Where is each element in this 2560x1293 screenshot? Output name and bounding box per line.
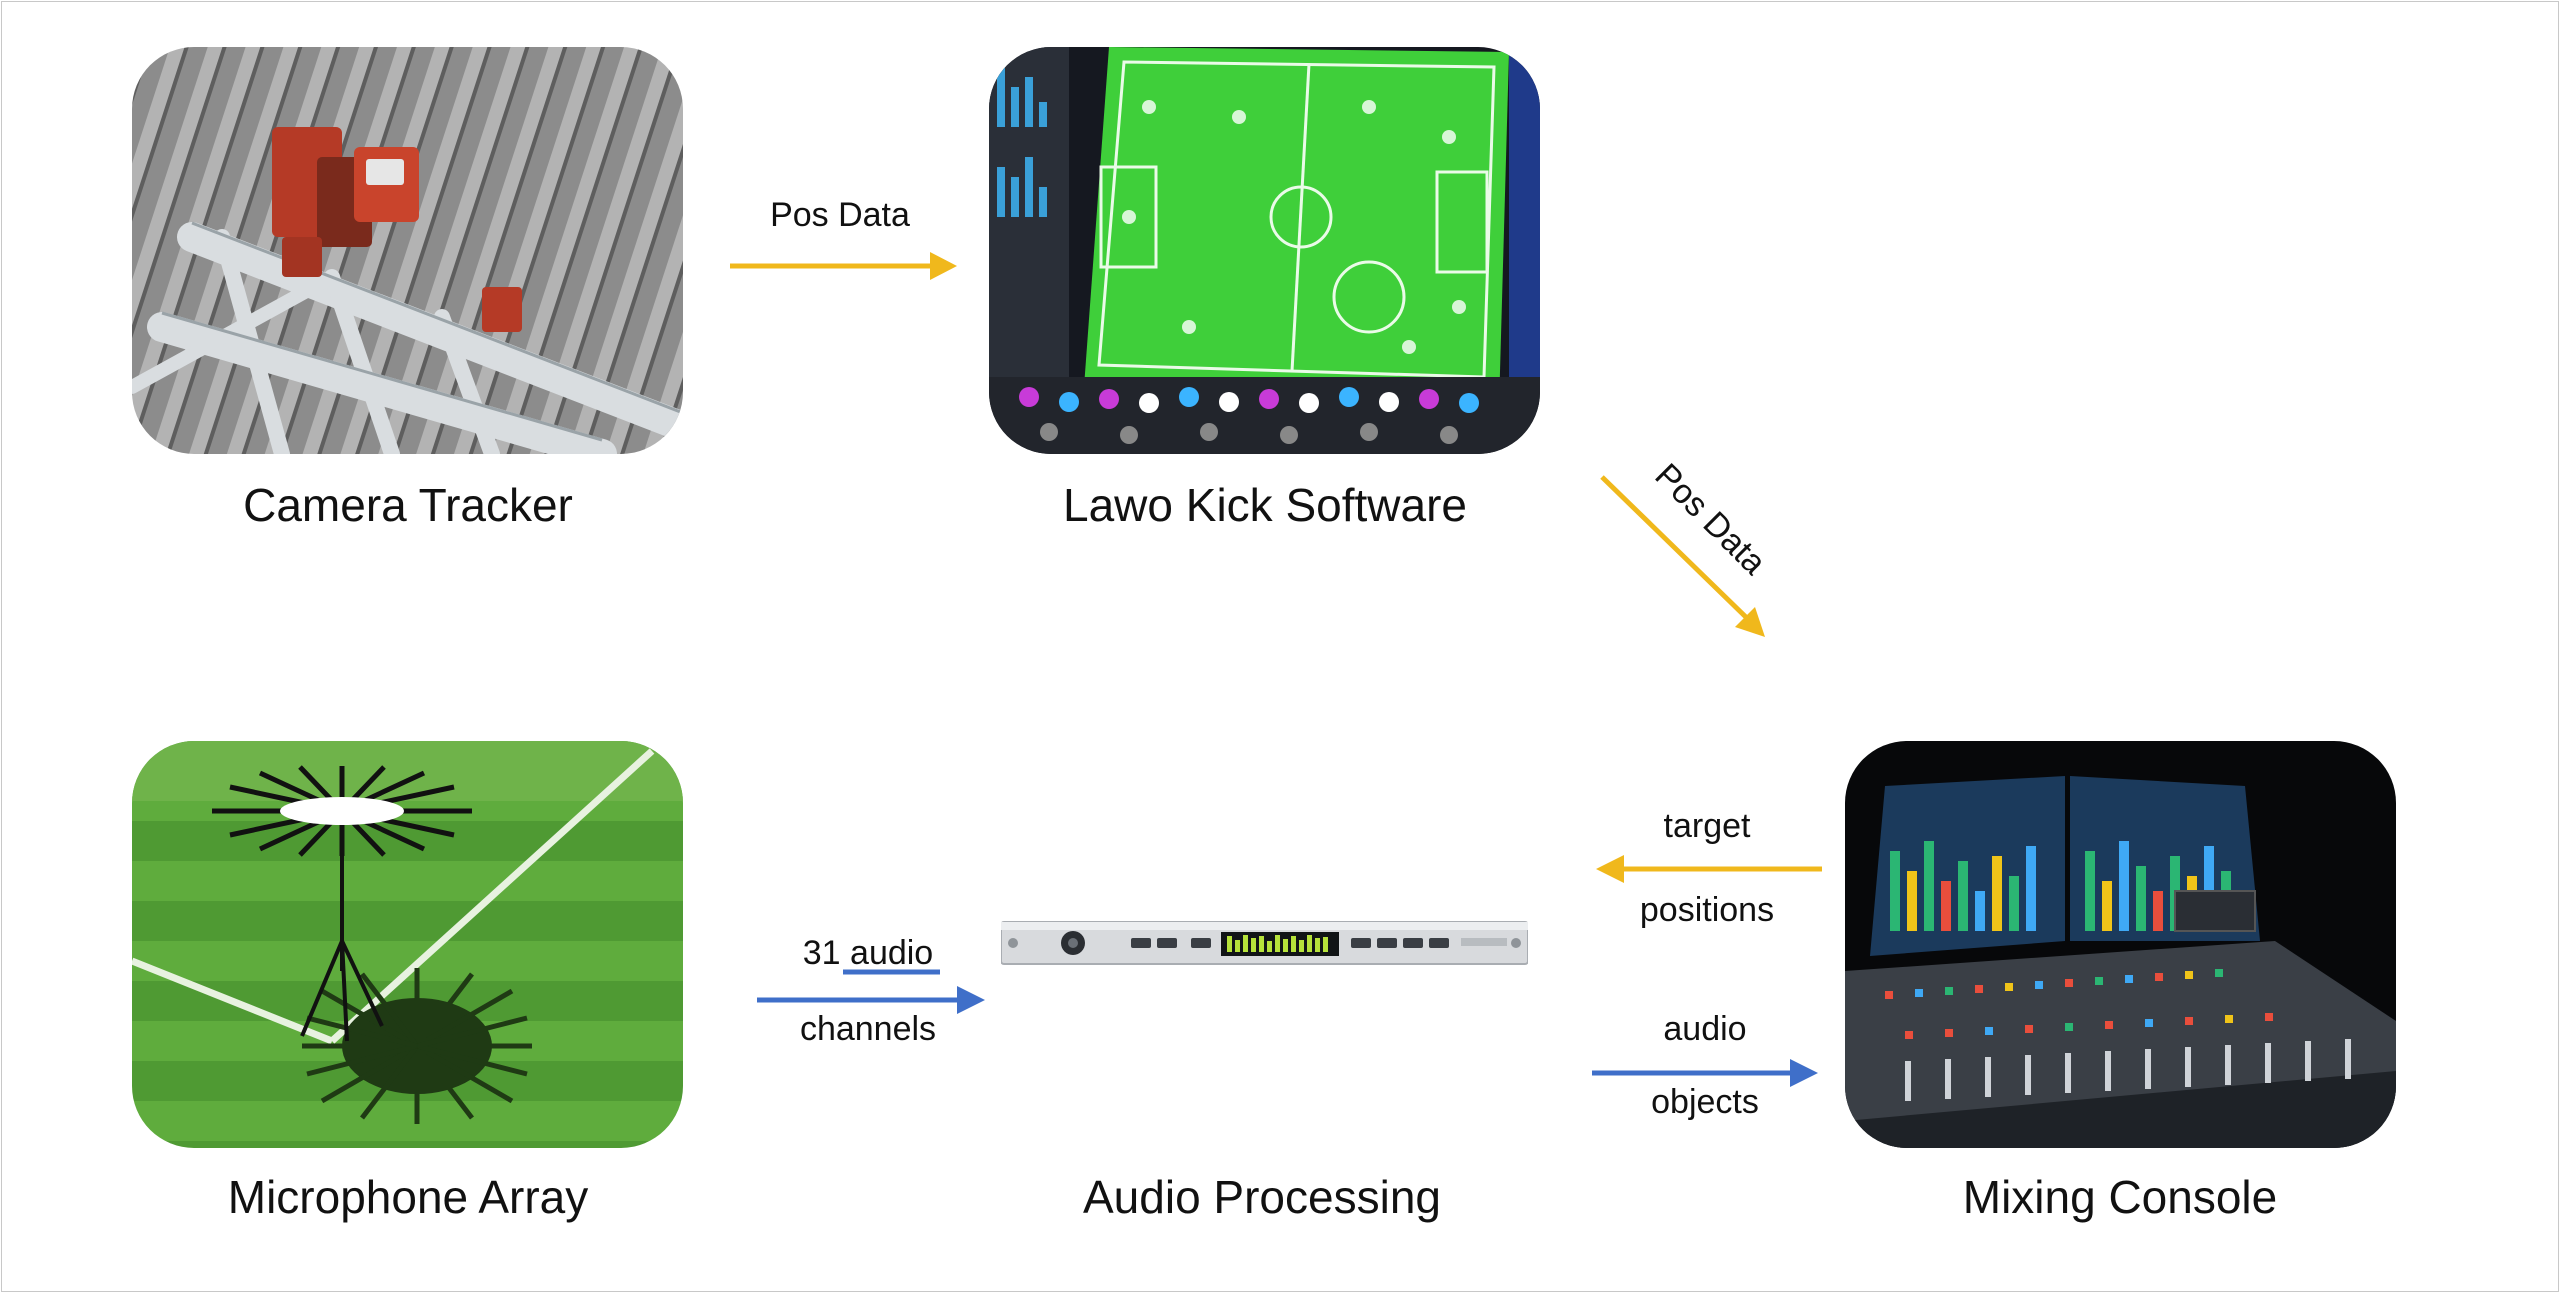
node-label-camera-tracker: Camera Tracker bbox=[243, 479, 573, 531]
camera-tracker-photo bbox=[132, 47, 683, 454]
node-label-mixing-console: Mixing Console bbox=[1962, 1171, 2278, 1223]
microphone-array-photo bbox=[132, 741, 683, 1148]
arrow-processing-to-console bbox=[1592, 1059, 1818, 1087]
edge-label-camera-to-lawo: Pos Data bbox=[770, 196, 910, 234]
edge-label-channels: channels bbox=[799, 1010, 937, 1048]
edge-label-audio: audio bbox=[1663, 1010, 1747, 1048]
edge-label-positions: positions bbox=[1639, 891, 1775, 929]
arrow-mic-to-processing bbox=[757, 986, 985, 1014]
edge-label-31-audio: 31 audio bbox=[802, 934, 934, 972]
edge-label-objects: objects bbox=[1651, 1083, 1759, 1121]
node-label-microphone-array: Microphone Array bbox=[227, 1171, 589, 1223]
arrow-camera-to-lawo bbox=[730, 252, 957, 280]
lawo-kick-photo bbox=[989, 47, 1540, 454]
node-label-lawo-kick: Lawo Kick Software bbox=[1063, 479, 1467, 531]
arrow-console-to-processing bbox=[1596, 855, 1822, 883]
edge-label-target: target bbox=[1663, 807, 1751, 845]
node-label-audio-processing: Audio Processing bbox=[1083, 1171, 1441, 1223]
mixing-console-photo bbox=[1845, 741, 2396, 1148]
arrow-lawo-to-console bbox=[1600, 475, 1765, 637]
